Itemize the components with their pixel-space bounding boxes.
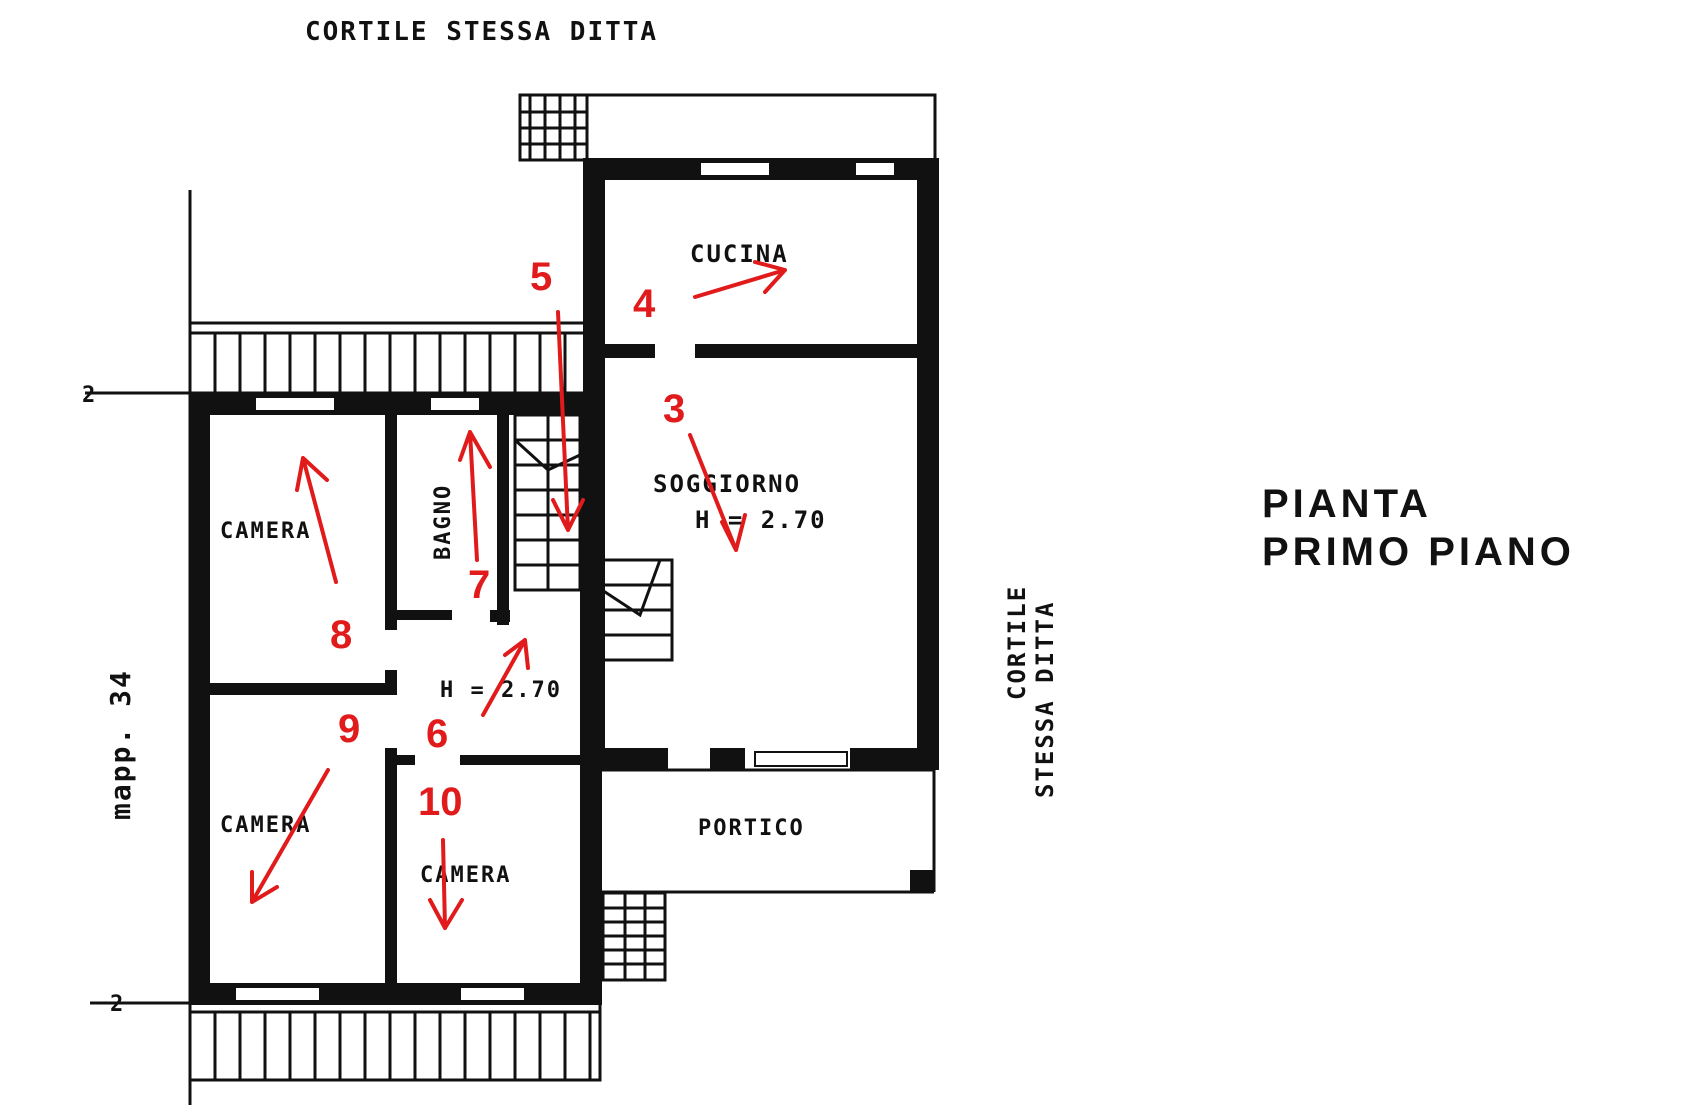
camera-nw-label: CAMERA [220, 519, 311, 544]
marker-7: 7 [468, 563, 490, 607]
top-balcony [518, 93, 937, 162]
portico-label: PORTICO [698, 816, 805, 841]
cucina-label: CUCINA [690, 240, 789, 268]
marker-10: 10 [418, 780, 463, 824]
camera-s-label: CAMERA [420, 863, 511, 888]
staircase [513, 413, 674, 662]
bagno-label: BAGNO [431, 484, 456, 560]
title-line-1: PIANTA [1262, 482, 1432, 526]
marker-9: 9 [338, 707, 360, 751]
site-lines: 2 2 [82, 190, 192, 1105]
marker-5-arrow [551, 310, 585, 532]
marker-3-arrow [688, 433, 747, 552]
mapp-label: mapp. 34 [104, 669, 137, 820]
south-railing [188, 1001, 602, 1082]
marker-5: 5 [530, 255, 552, 299]
soggiorno-label: SOGGIORNO [653, 470, 801, 498]
side-courtyard-label-2: STESSA DITTA [1031, 601, 1059, 798]
portico-steps [601, 891, 667, 982]
title-line-2: PRIMO PIANO [1262, 530, 1575, 574]
marker-6-arrow [481, 638, 530, 717]
windows [234, 161, 896, 1002]
marker-8: 8 [330, 613, 352, 657]
portico-outline [602, 768, 936, 894]
marker-4-arrow [693, 260, 787, 299]
svg-text:2: 2 [110, 992, 125, 1017]
marker-7-arrow [458, 430, 492, 562]
marker-10-arrow [428, 838, 464, 930]
marker-9-arrow [250, 768, 330, 904]
walls [190, 158, 939, 1005]
marker-3: 3 [663, 387, 685, 431]
side-courtyard-label-1: CORTILE [1003, 585, 1031, 700]
svg-text:2: 2 [82, 383, 97, 408]
north-railing [188, 321, 587, 395]
marker-4: 4 [633, 282, 656, 326]
soggiorno-height-label: H = 2.70 [695, 506, 827, 534]
marker-6: 6 [426, 712, 448, 756]
photo-markers: 3 4 5 6 7 8 9 10 [250, 255, 787, 930]
top-courtyard-label: CORTILE STESSA DITTA [305, 17, 658, 47]
marker-8-arrow [295, 456, 338, 584]
